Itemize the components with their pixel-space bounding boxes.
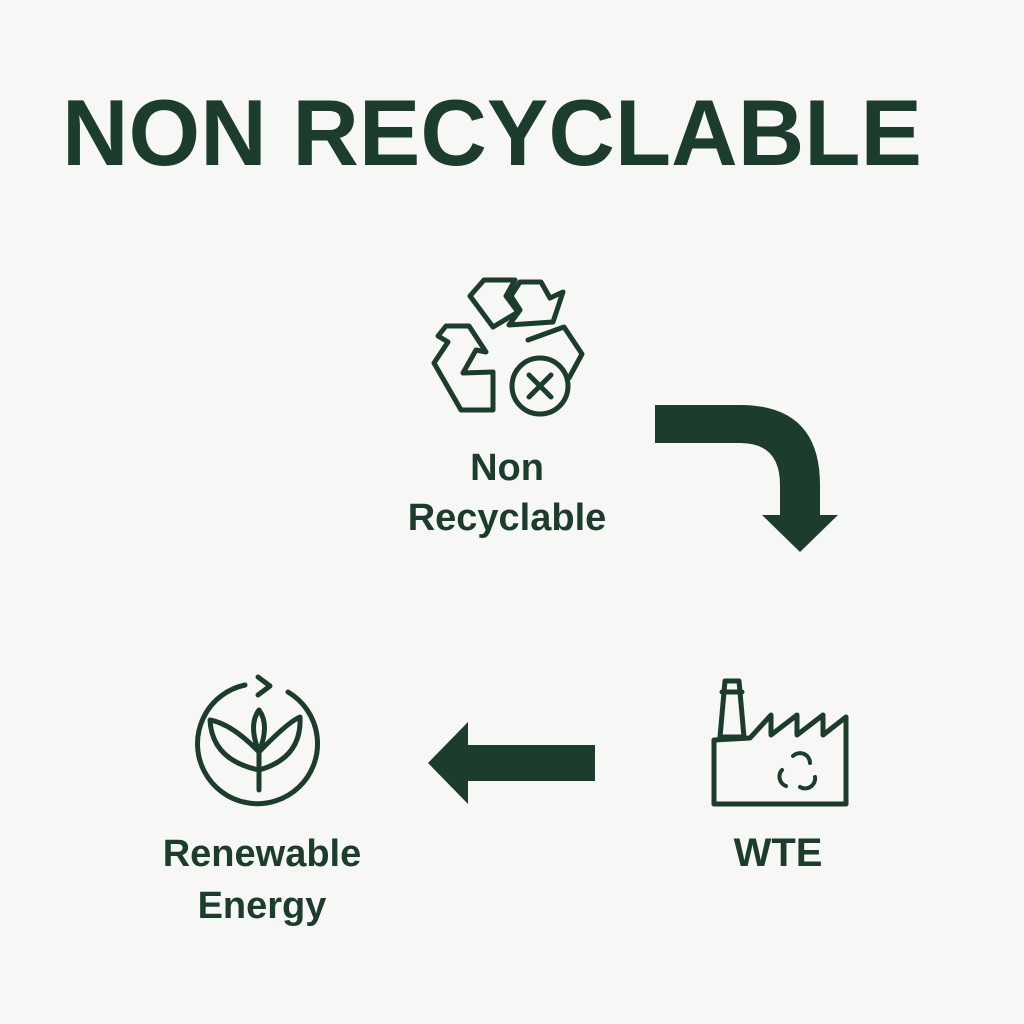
wte-label: WTE xyxy=(734,831,823,875)
factory-icon xyxy=(711,678,849,807)
renewable-energy-label-line1: Renewable xyxy=(163,833,362,875)
arrow-left xyxy=(428,722,595,804)
renewable-energy-label-line2: Energy xyxy=(198,885,327,927)
page-title: NON RECYCLABLE xyxy=(62,80,922,185)
non-recyclable-label-line1: Non xyxy=(470,447,544,489)
recycle-crossed-icon xyxy=(431,277,585,417)
non-recyclable-label-line2: Recyclable xyxy=(408,497,607,539)
arrow-down-curved xyxy=(655,405,838,552)
leaf-cycle-icon xyxy=(195,674,320,807)
